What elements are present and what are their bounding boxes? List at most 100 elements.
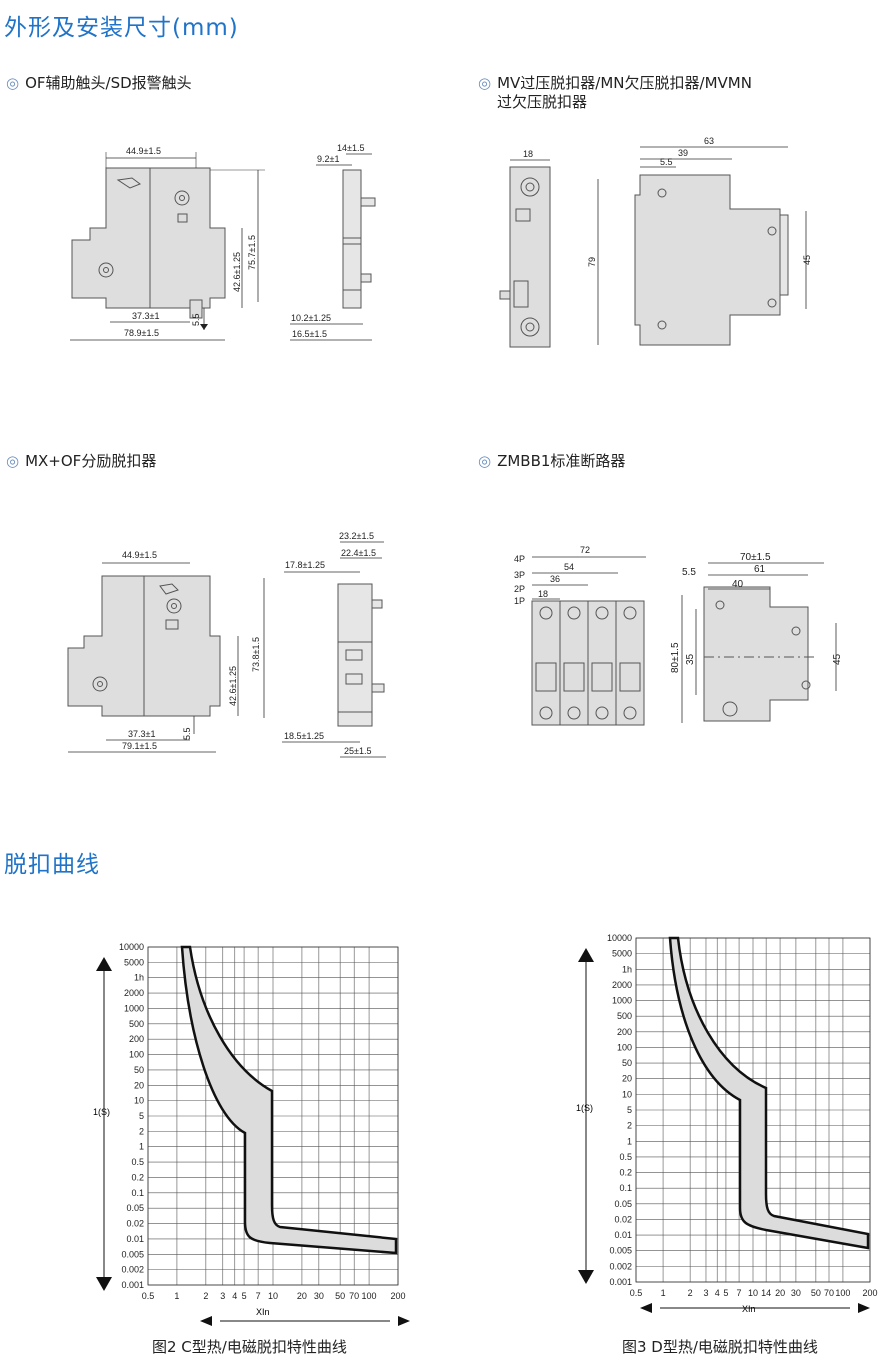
dim-of-tab: 5.5	[191, 313, 201, 326]
dim-zmbb-1p: 18	[538, 589, 548, 599]
y-tick-label: 200	[129, 1034, 144, 1044]
dim-zmbb-3p: 54	[564, 562, 574, 572]
chart-d-xlabel: XIn	[742, 1304, 756, 1314]
dim-of-side-top1: 14±1.5	[337, 143, 364, 153]
dim-of-mid-height: 42.6±1.25	[232, 252, 242, 292]
dim-of-height: 75.7±1.5	[247, 235, 257, 270]
dim-mx-bottom-total: 79.1±1.5	[122, 741, 157, 751]
y-tick-label: 50	[134, 1065, 144, 1075]
dim-mx-tab: 5.5	[182, 727, 192, 740]
x-tick-label: 0.5	[142, 1291, 155, 1301]
dim-mx-side-bot2: 25±1.5	[344, 746, 371, 756]
dim-mx-height: 73.8±1.5	[251, 637, 261, 672]
chart-d-type: 1000050001h200010005002001005020105210.5…	[576, 933, 878, 1314]
section-mv-mn: ◎ MV过压脱扣器/MN欠压脱扣器/MVMN	[478, 72, 752, 93]
x-tick-label: 10	[748, 1288, 758, 1298]
x-tick-label: 5	[723, 1288, 728, 1298]
curves-title: 脱扣曲线	[4, 852, 100, 878]
bullet-icon: ◎	[478, 452, 492, 470]
y-tick-label: 20	[134, 1080, 144, 1090]
y-tick-label: 2000	[612, 980, 632, 990]
x-tick-label: 20	[297, 1291, 307, 1301]
y-tick-label: 0.002	[121, 1265, 144, 1275]
dim-of-side-bot2: 16.5±1.5	[292, 329, 327, 339]
bullet-icon: ◎	[478, 74, 492, 92]
pole-1p: 1P	[514, 596, 525, 606]
chart-d-ylabel: 1(S)	[576, 1103, 593, 1113]
mv-mn-drawing: 18 63 39 5.5 79 45	[499, 136, 812, 348]
chart-d-caption: 图3 D型热/电磁脱扣特性曲线	[622, 1338, 818, 1356]
y-arrow-up-icon	[578, 948, 594, 962]
x-tick-label: 0.5	[630, 1288, 643, 1298]
x-tick-label: 100	[835, 1288, 850, 1298]
dim-mv-inner: 45	[802, 255, 812, 265]
y-tick-label: 10000	[119, 942, 144, 952]
dim-zmbb-depth-total: 70±1.5	[740, 552, 771, 563]
y-tick-label: 0.05	[126, 1203, 144, 1213]
y-tick-label: 5	[139, 1111, 144, 1121]
dim-zmbb-right: 45	[832, 653, 843, 665]
y-tick-label: 20	[622, 1074, 632, 1084]
x-arrow-right-icon	[398, 1316, 410, 1326]
x-tick-label: 2	[203, 1291, 208, 1301]
x-arrow-right-icon	[858, 1303, 870, 1313]
x-tick-label: 10	[268, 1291, 278, 1301]
y-tick-label: 0.2	[619, 1168, 632, 1178]
dim-zmbb-inner: 35	[685, 653, 696, 665]
y-tick-label: 0.002	[609, 1261, 632, 1271]
chart-c-type: 1000050001h200010005002001005020105210.5…	[93, 942, 410, 1326]
dim-mx-side-bot1: 18.5±1.25	[284, 731, 324, 741]
pole-4p: 4P	[514, 554, 525, 564]
y-tick-label: 1	[139, 1142, 144, 1152]
bullet-icon: ◎	[6, 74, 20, 92]
y-arrow-down-icon	[578, 1270, 594, 1284]
dim-mx-side-top1: 23.2±1.5	[339, 531, 374, 541]
dim-of-side-bot1: 10.2±1.25	[291, 313, 331, 323]
chart-c-ylabel: 1(S)	[93, 1107, 110, 1117]
section-label: MX+OF分励脱扣器	[25, 452, 157, 470]
dim-mx-side-top2: 22.4±1.5	[341, 548, 376, 558]
x-tick-label: 7	[737, 1288, 742, 1298]
y-tick-label: 10	[622, 1089, 632, 1099]
breaker-poles	[531, 600, 645, 726]
x-tick-label: 200	[390, 1291, 405, 1301]
y-tick-label: 1	[627, 1136, 632, 1146]
x-tick-label: 30	[314, 1291, 324, 1301]
dim-of-bottom-inner: 37.3±1	[132, 311, 159, 321]
y-tick-label: 1000	[124, 1003, 144, 1013]
dim-zmbb-2p: 36	[550, 574, 560, 584]
section-label: OF辅助触头/SD报警触头	[25, 74, 192, 92]
y-tick-label: 5000	[612, 949, 632, 959]
y-tick-label: 500	[617, 1011, 632, 1021]
dim-mx-side-left: 17.8±1.25	[285, 560, 325, 570]
chart-c-caption: 图2 C型热/电磁脱扣特性曲线	[152, 1338, 347, 1356]
y-tick-label: 2000	[124, 988, 144, 998]
dim-of-bottom-total: 78.9±1.5	[124, 328, 159, 338]
x-tick-label: 5	[242, 1291, 247, 1301]
x-tick-label: 2	[688, 1288, 693, 1298]
y-tick-label: 5000	[124, 957, 144, 967]
y-tick-label: 100	[617, 1042, 632, 1052]
y-tick-label: 0.02	[126, 1219, 144, 1229]
pole-2p: 2P	[514, 584, 525, 594]
y-tick-label: 50	[622, 1058, 632, 1068]
dim-zmbb-offset: 5.5	[682, 567, 696, 578]
dim-mx-top-width: 44.9±1.5	[122, 550, 157, 560]
y-tick-label: 0.001	[609, 1277, 632, 1287]
x-tick-label: 70	[824, 1288, 834, 1298]
section-mv-mn-line2: 过欠压脱扣器	[497, 93, 588, 111]
y-tick-label: 500	[129, 1019, 144, 1029]
section-label: MV过压脱扣器/MN欠压脱扣器/MVMN	[497, 74, 752, 92]
y-tick-label: 0.2	[131, 1172, 144, 1182]
x-tick-label: 70	[349, 1291, 359, 1301]
x-arrow-left-icon	[200, 1316, 212, 1326]
y-tick-label: 0.005	[609, 1246, 632, 1256]
y-tick-label: 0.05	[614, 1199, 632, 1209]
y-tick-label: 5	[627, 1105, 632, 1115]
x-tick-label: 50	[335, 1291, 345, 1301]
y-tick-label: 2	[139, 1126, 144, 1136]
x-tick-label: 1	[661, 1288, 666, 1298]
plot-frame	[635, 937, 871, 1283]
chart-c-xlabel: XIn	[256, 1307, 270, 1317]
y-tick-label: 0.02	[614, 1214, 632, 1224]
